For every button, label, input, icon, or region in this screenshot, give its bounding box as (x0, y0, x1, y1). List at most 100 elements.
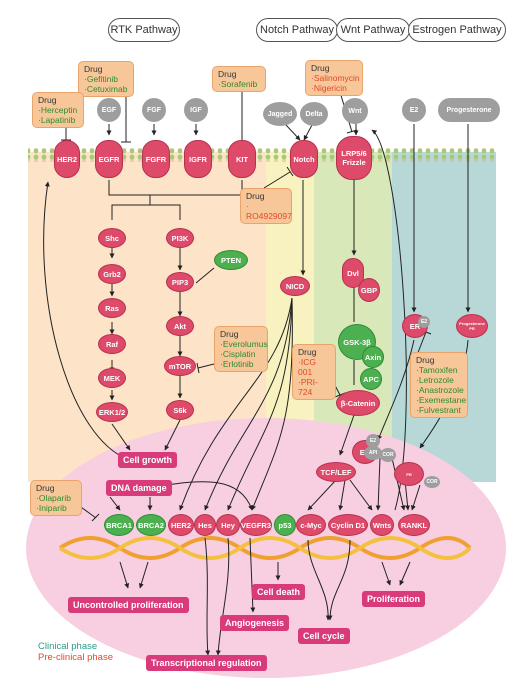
drug-gefitinib: ·Gefitinib (84, 74, 119, 84)
drug-box-parp: Drug ·Olaparib ·Iniparib (30, 480, 82, 516)
drug-title: Drug (311, 63, 330, 73)
node-pr-nucleus: PR (394, 462, 424, 486)
ligand-jagged: Jagged (263, 102, 297, 126)
node-mtor: mTOR (164, 356, 196, 376)
drug-sorafenib: ·Sorafenib (218, 79, 258, 89)
outcome-angiogenesis: Angiogenesis (220, 615, 290, 631)
node-pr: PR (469, 326, 475, 331)
drug-title: Drug (38, 95, 57, 105)
ligand-e2: E2 (402, 98, 426, 122)
drug-iniparib: ·Iniparib (36, 503, 67, 513)
node-mek: MEK (98, 368, 126, 388)
gene-vegfr3: VEGFR3 (240, 514, 272, 536)
receptor-kit: KIT (228, 140, 256, 178)
drug-salinomycin: ·Salinomycin (311, 73, 360, 83)
node-dvl: Dvl (342, 258, 364, 288)
drug-box-mtor: Drug ·Everolumus ·Cisplatin ·Erlotinib (214, 326, 268, 372)
ligand-fgf: FGF (142, 98, 166, 122)
drug-everolumus: ·Everolumus (220, 339, 268, 349)
drug-erlotinib: ·Erlotinib (220, 359, 254, 369)
drug-nigericin: ·Nigericin (311, 83, 347, 93)
outcome-dna-damage: DNA damage (106, 480, 172, 496)
node-raf: Raf (98, 334, 126, 354)
gene-cyclin-d1: Cyclin D1 (328, 514, 368, 536)
ligand-delta: Delta (300, 102, 328, 126)
receptor-frizzled-label: Frizzle (342, 158, 366, 167)
node-api: API (364, 446, 382, 460)
nucleus (26, 418, 506, 678)
outcome-cell-growth: Cell growth (118, 452, 177, 468)
drug-box-catenin: Drug ·ICG 001 ·PRI-724 (292, 344, 336, 400)
drug-title: Drug (298, 347, 317, 357)
receptor-lrp-label: LRP5/6 (341, 149, 367, 158)
outcome-transcriptional-regulation: Transcriptional regulation (146, 655, 267, 671)
drug-title: Drug (246, 191, 265, 201)
drug-box-notch: Drug · RO4929097 (240, 188, 292, 224)
ligand-igf: IGF (184, 98, 208, 122)
drug-herceptin: ·Herceptin (38, 105, 78, 115)
node-grb2: Grb2 (98, 264, 126, 284)
drug-box-wnt: Drug ·Salinomycin ·Nigericin (305, 60, 363, 96)
drug-cisplatin: ·Cisplatin (220, 349, 256, 359)
node-shc: Shc (98, 228, 126, 248)
drug-letrozole: ·Letrozole (416, 375, 454, 385)
drug-title: Drug (84, 64, 103, 74)
drug-olaparib: ·Olaparib (36, 493, 71, 503)
node-cor-pr: COR (424, 476, 440, 488)
drug-lapatinib: ·Lapatinib (38, 115, 76, 125)
receptor-egfr: EGFR (95, 140, 123, 178)
drug-anastrozole: ·Anastrozole (416, 385, 464, 395)
outcome-cell-cycle: Cell cycle (298, 628, 350, 644)
drug-cetuximab: ·Cetuximab (84, 84, 128, 94)
gene-hey: Hey (216, 514, 240, 536)
node-cor: COR (380, 448, 396, 462)
drug-box-egfr: Drug ·Gefitinib ·Cetuximab (78, 61, 134, 97)
gene-p53: p53 (274, 514, 296, 536)
receptor-fgfr: FGFR (142, 140, 170, 178)
node-axin: Axin (362, 346, 384, 368)
gene-wnts: Wnts (370, 514, 394, 536)
node-e2-small: E2 (418, 316, 430, 328)
outcome-proliferation: Proliferation (362, 591, 426, 607)
drug-title: Drug (36, 483, 55, 493)
ligand-egf: EGF (97, 98, 121, 122)
gene-hes: Hes (194, 514, 216, 536)
node-beta-catenin: β-Catenin (336, 390, 380, 416)
drug-ro4929097: · RO4929097 (246, 201, 292, 221)
outcome-uncontrolled-proliferation: Uncontrolled proliferation (68, 597, 189, 613)
node-pten: PTEN (214, 250, 248, 270)
gene-her2: HER2 (168, 514, 194, 536)
node-progesterone-small: Progesterone (459, 321, 485, 326)
drug-exemestane: ·Exemestane (416, 395, 467, 405)
receptor-lrp-frizzled: LRP5/6 Frizzle (336, 136, 372, 180)
receptor-her2: HER2 (54, 140, 80, 178)
node-erk: ERK1/2 (96, 402, 128, 422)
receptor-notch: Notch (290, 140, 318, 178)
node-pi3k: PI3K (166, 228, 194, 248)
ligand-wnt: Wnt (342, 98, 368, 124)
notch-pathway-header: Notch Pathway (256, 18, 338, 42)
drug-box-kit: Drug ·Sorafenib (212, 66, 266, 92)
drug-box-er: Drug ·Tamoxifen ·Letrozole ·Anastrozole … (410, 352, 468, 418)
drug-icg001: ·ICG 001 (298, 357, 316, 377)
node-s6k: S6k (166, 400, 194, 420)
node-ras: Ras (98, 298, 126, 318)
drug-title: Drug (416, 355, 435, 365)
drug-box-her2: Drug ·Herceptin ·Lapatinib (32, 92, 84, 128)
outcome-cell-death: Cell death (252, 584, 306, 600)
receptor-igfr: IGFR (184, 140, 212, 178)
pathway-arrows (43, 122, 471, 656)
drug-pri724: ·PRI-724 (298, 377, 318, 397)
drug-fulvestrant: ·Fulvestrant (416, 405, 461, 415)
node-gbp: GBP (358, 278, 380, 302)
drug-title: Drug (218, 69, 237, 79)
gene-cmyc: c-Myc (296, 514, 326, 536)
node-tcf-lef: TCF/LEF (316, 462, 356, 482)
node-akt: Akt (166, 316, 194, 336)
legend-clinical-phase: Clinical phase (38, 641, 98, 652)
gene-rankl: RANKL (398, 514, 430, 536)
ligand-progesterone: Progesterone (438, 98, 500, 122)
gene-brca2: BRCA2 (136, 514, 166, 536)
node-nicd: NICD (280, 276, 310, 296)
gene-brca1: BRCA1 (104, 514, 134, 536)
